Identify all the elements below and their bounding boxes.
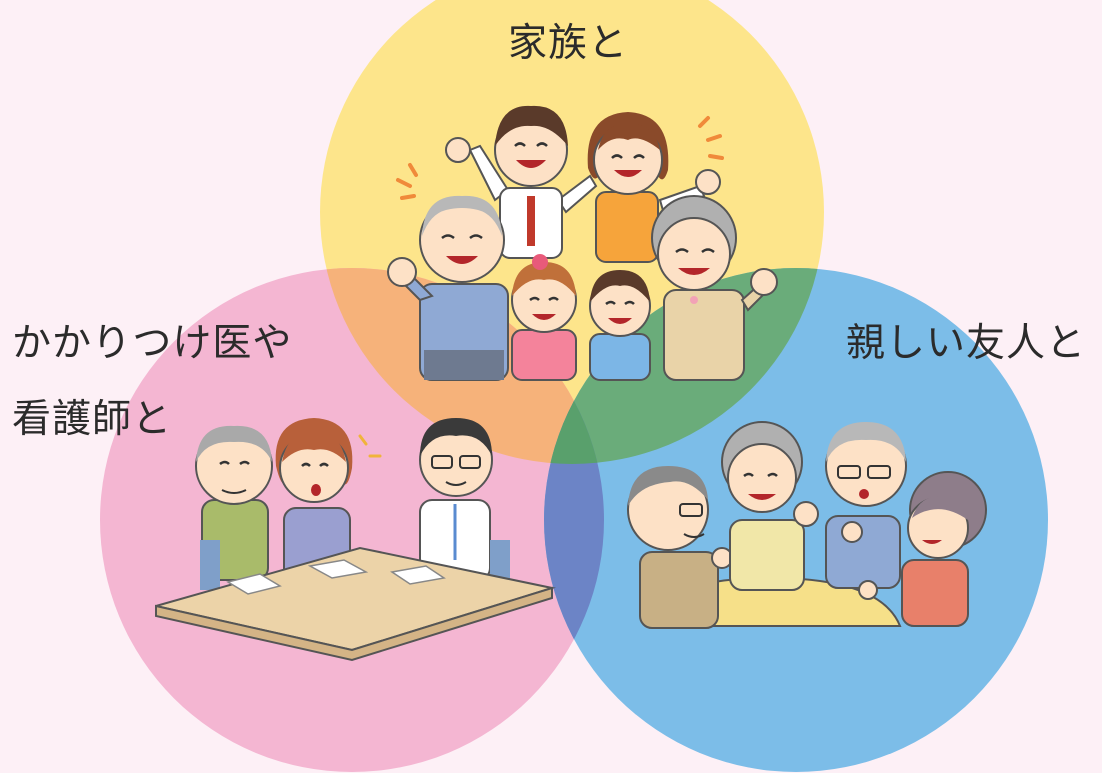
doctor-label-line-1: かかりつけ医や — [12, 321, 293, 366]
family-label: 家族と — [508, 21, 629, 66]
family-group-waving-icon — [387, 105, 778, 381]
friends-chatting-table-icon — [627, 421, 987, 629]
doctor-label-line-2: 看護師と — [12, 397, 173, 442]
friends-label: 親しい友人と — [846, 321, 1087, 366]
family-friends-overlap — [544, 268, 824, 464]
family-doctor-overlap — [320, 268, 604, 464]
doctor-meeting-table-icon — [155, 418, 556, 662]
